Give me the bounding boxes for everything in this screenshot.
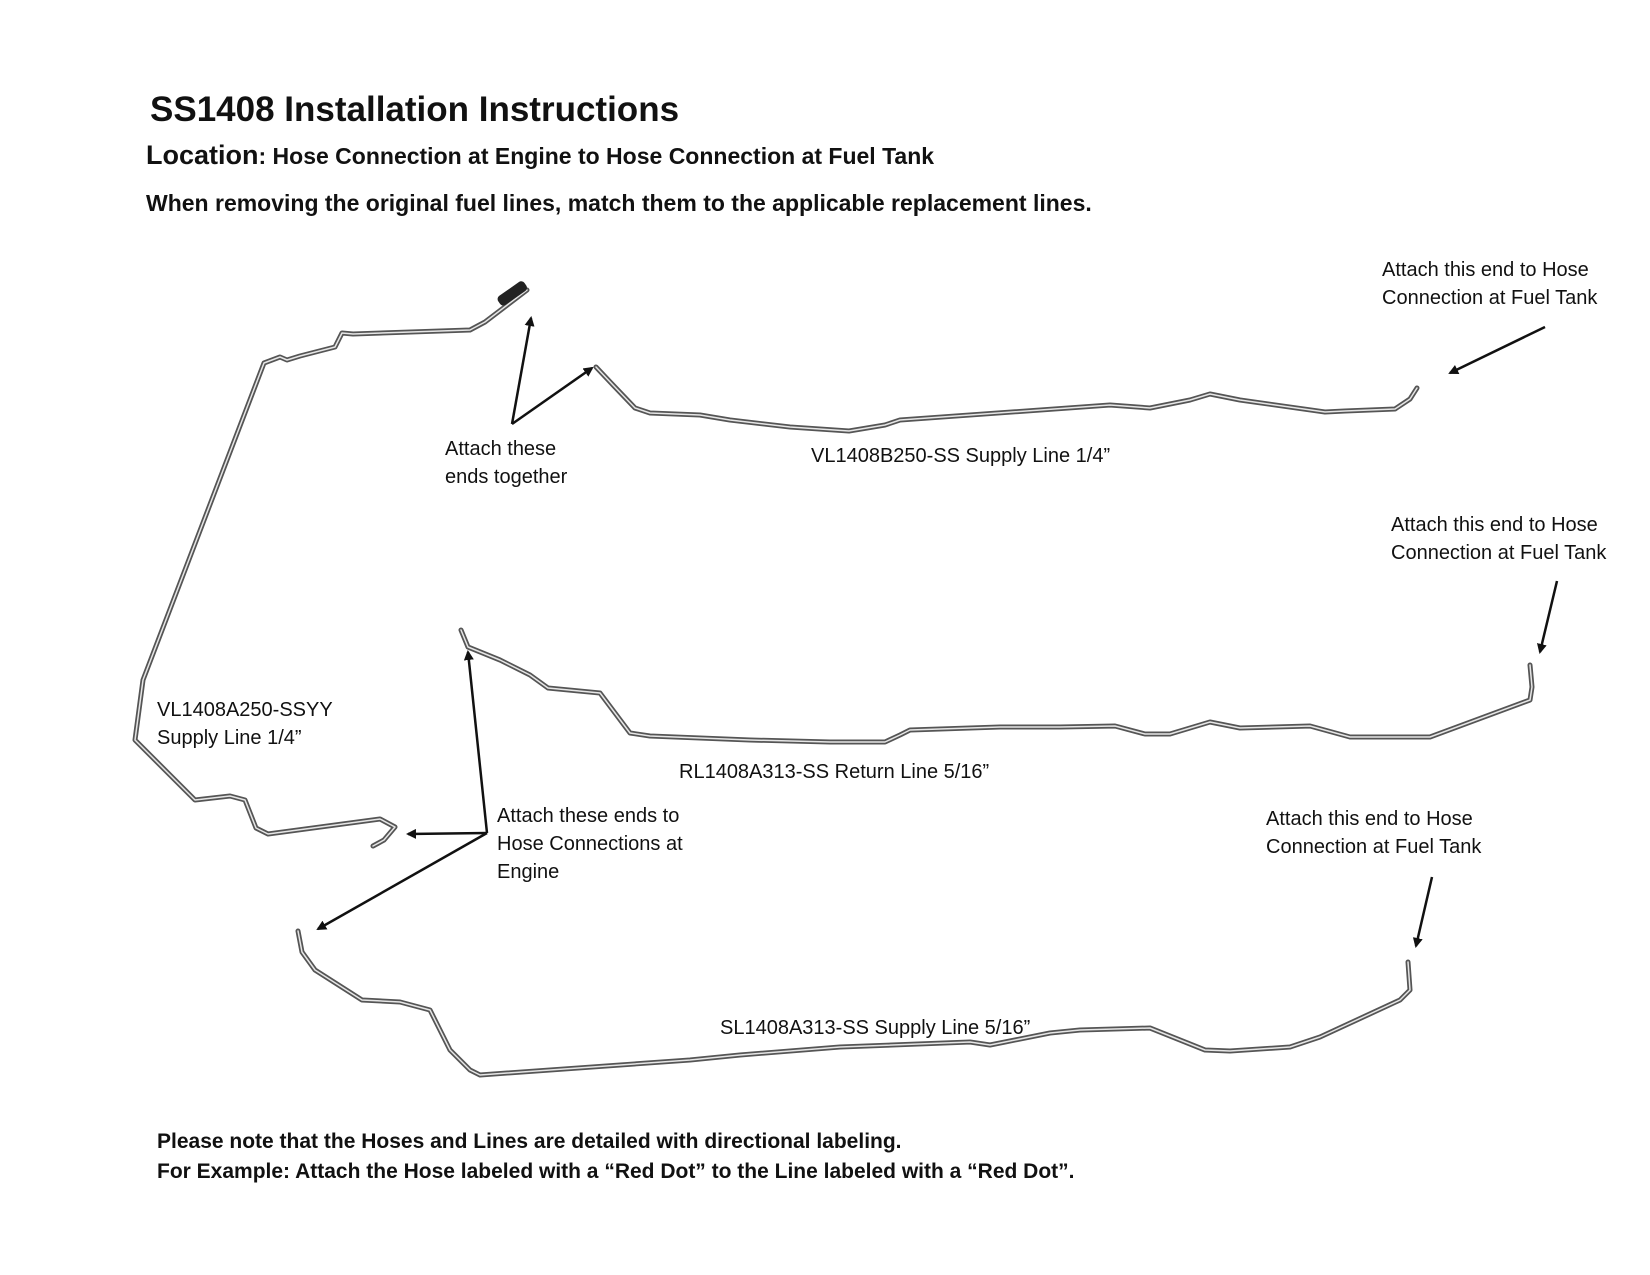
part-description: Supply Line 1/4”: [157, 727, 302, 749]
callout-tank-top: Attach this end to Hose Connection at Fu…: [1382, 256, 1597, 312]
line-vl1408a250: [132, 281, 530, 849]
location-line: Location: Hose Connection at Engine to H…: [146, 140, 934, 171]
note-line-2: For Example: Attach the Hose labeled wit…: [157, 1160, 1075, 1183]
arrow-together-2: [511, 366, 594, 426]
arrow-together-1: [510, 316, 535, 425]
callout-line: Connection at Fuel Tank: [1391, 542, 1607, 564]
hose-fitting: [497, 281, 527, 306]
line-vl1408b250: [593, 364, 1420, 434]
arrow-engine-sl: [316, 831, 488, 931]
callout-line: Attach these: [445, 438, 557, 460]
arrow-tank-top: [1448, 325, 1546, 375]
label-vl1408b250: VL1408B250-SS Supply Line 1/4”: [811, 445, 1111, 467]
callout-line: ends together: [445, 466, 568, 488]
callout-line: Connection at Fuel Tank: [1382, 287, 1598, 309]
arrow-tank-mid: [1537, 580, 1559, 654]
part-number: VL1408A250-SSYY: [157, 699, 333, 721]
label-sl1408a313: SL1408A313-SS Supply Line 5/16”: [720, 1017, 1031, 1039]
label-vl1408a250: VL1408A250-SSYY Supply Line 1/4”: [157, 696, 333, 752]
arrow-tank-bottom: [1412, 876, 1434, 948]
callout-engine: Attach these ends to Hose Connections at…: [497, 802, 683, 886]
callout-tank-mid: Attach this end to Hose Connection at Fu…: [1391, 511, 1606, 567]
instruction-text: When removing the original fuel lines, m…: [146, 190, 1092, 216]
location-value: : Hose Connection at Engine to Hose Conn…: [258, 143, 935, 169]
callout-line: Attach this end to Hose: [1382, 259, 1589, 281]
callout-line: Attach this end to Hose: [1391, 514, 1598, 536]
callout-line: Connection at Fuel Tank: [1266, 836, 1482, 858]
callout-line: Engine: [497, 861, 560, 883]
callout-line: Attach this end to Hose: [1266, 808, 1473, 830]
note-line-1: Please note that the Hoses and Lines are…: [157, 1130, 902, 1153]
label-rl1408a313: RL1408A313-SS Return Line 5/16”: [679, 761, 990, 783]
arrow-engine-rl: [463, 650, 489, 834]
arrow-engine-vla: [406, 828, 488, 839]
callout-tank-bottom: Attach this end to Hose Connection at Fu…: [1266, 805, 1481, 861]
page-title: SS1408 Installation Instructions: [150, 90, 680, 129]
callout-line: Attach these ends to: [497, 805, 680, 827]
callout-together: Attach these ends together: [445, 435, 567, 491]
location-label: Location: [146, 140, 259, 170]
callout-line: Hose Connections at: [497, 833, 683, 855]
line-rl1408a313: [458, 627, 1535, 745]
line-sl1408a313: [295, 928, 1413, 1078]
